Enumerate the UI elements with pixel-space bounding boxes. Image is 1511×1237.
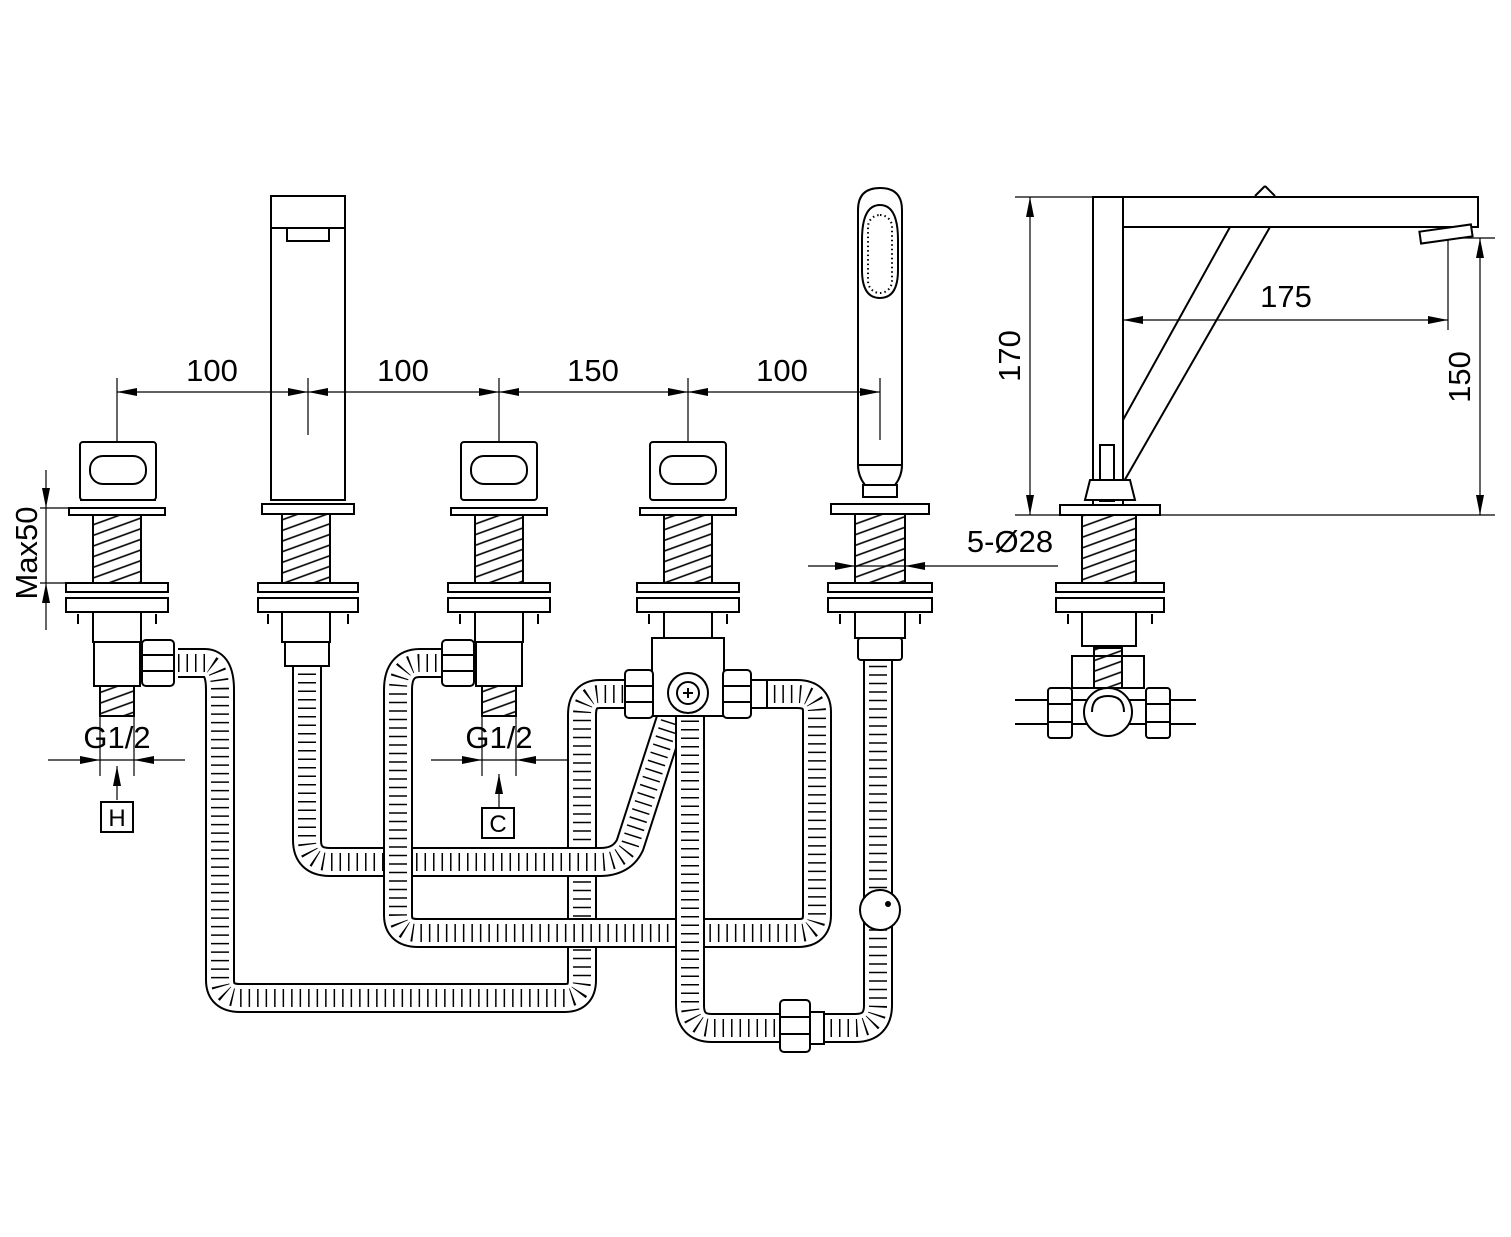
dimension-labels: 100 100 150 100 Max50 5-Ø28 170 175 150 …: [9, 279, 1477, 838]
dim-spacing-3: 150: [567, 353, 619, 388]
hose-hot-to-diverter: [178, 648, 625, 1013]
hose-group: [178, 648, 893, 1043]
hot-label: H: [108, 805, 125, 832]
side-view-spout: [1015, 185, 1479, 739]
hose-spout-to-diverter: [292, 665, 687, 877]
dim-spacing-1: 100: [186, 353, 238, 388]
dimension-lines: [40, 196, 1495, 839]
dim-height-total: 170: [992, 330, 1027, 382]
hand-shower: [779, 186, 933, 1053]
cold-label-box: [481, 807, 515, 839]
cold-valve: [441, 441, 551, 717]
diverter-valve: [624, 441, 768, 719]
dim-hole-diameter: 5-Ø28: [967, 524, 1053, 559]
thread-hot-label: G1/2: [83, 720, 150, 755]
bath-spout: [257, 195, 359, 667]
hose-shower: [822, 660, 893, 1043]
cold-label: C: [489, 811, 506, 838]
hot-valve: [65, 441, 175, 717]
dim-spacing-4: 100: [756, 353, 808, 388]
hose-cold-to-diverter: [383, 648, 832, 948]
hot-label-box: [100, 801, 134, 833]
dim-spout-height: 150: [1442, 351, 1477, 403]
dim-max-thickness: Max50: [9, 506, 44, 599]
thread-cold-label: G1/2: [465, 720, 532, 755]
hose-diverter-to-shower: [675, 712, 790, 1043]
dim-spacing-2: 100: [377, 353, 429, 388]
dim-spout-reach: 175: [1260, 279, 1312, 314]
